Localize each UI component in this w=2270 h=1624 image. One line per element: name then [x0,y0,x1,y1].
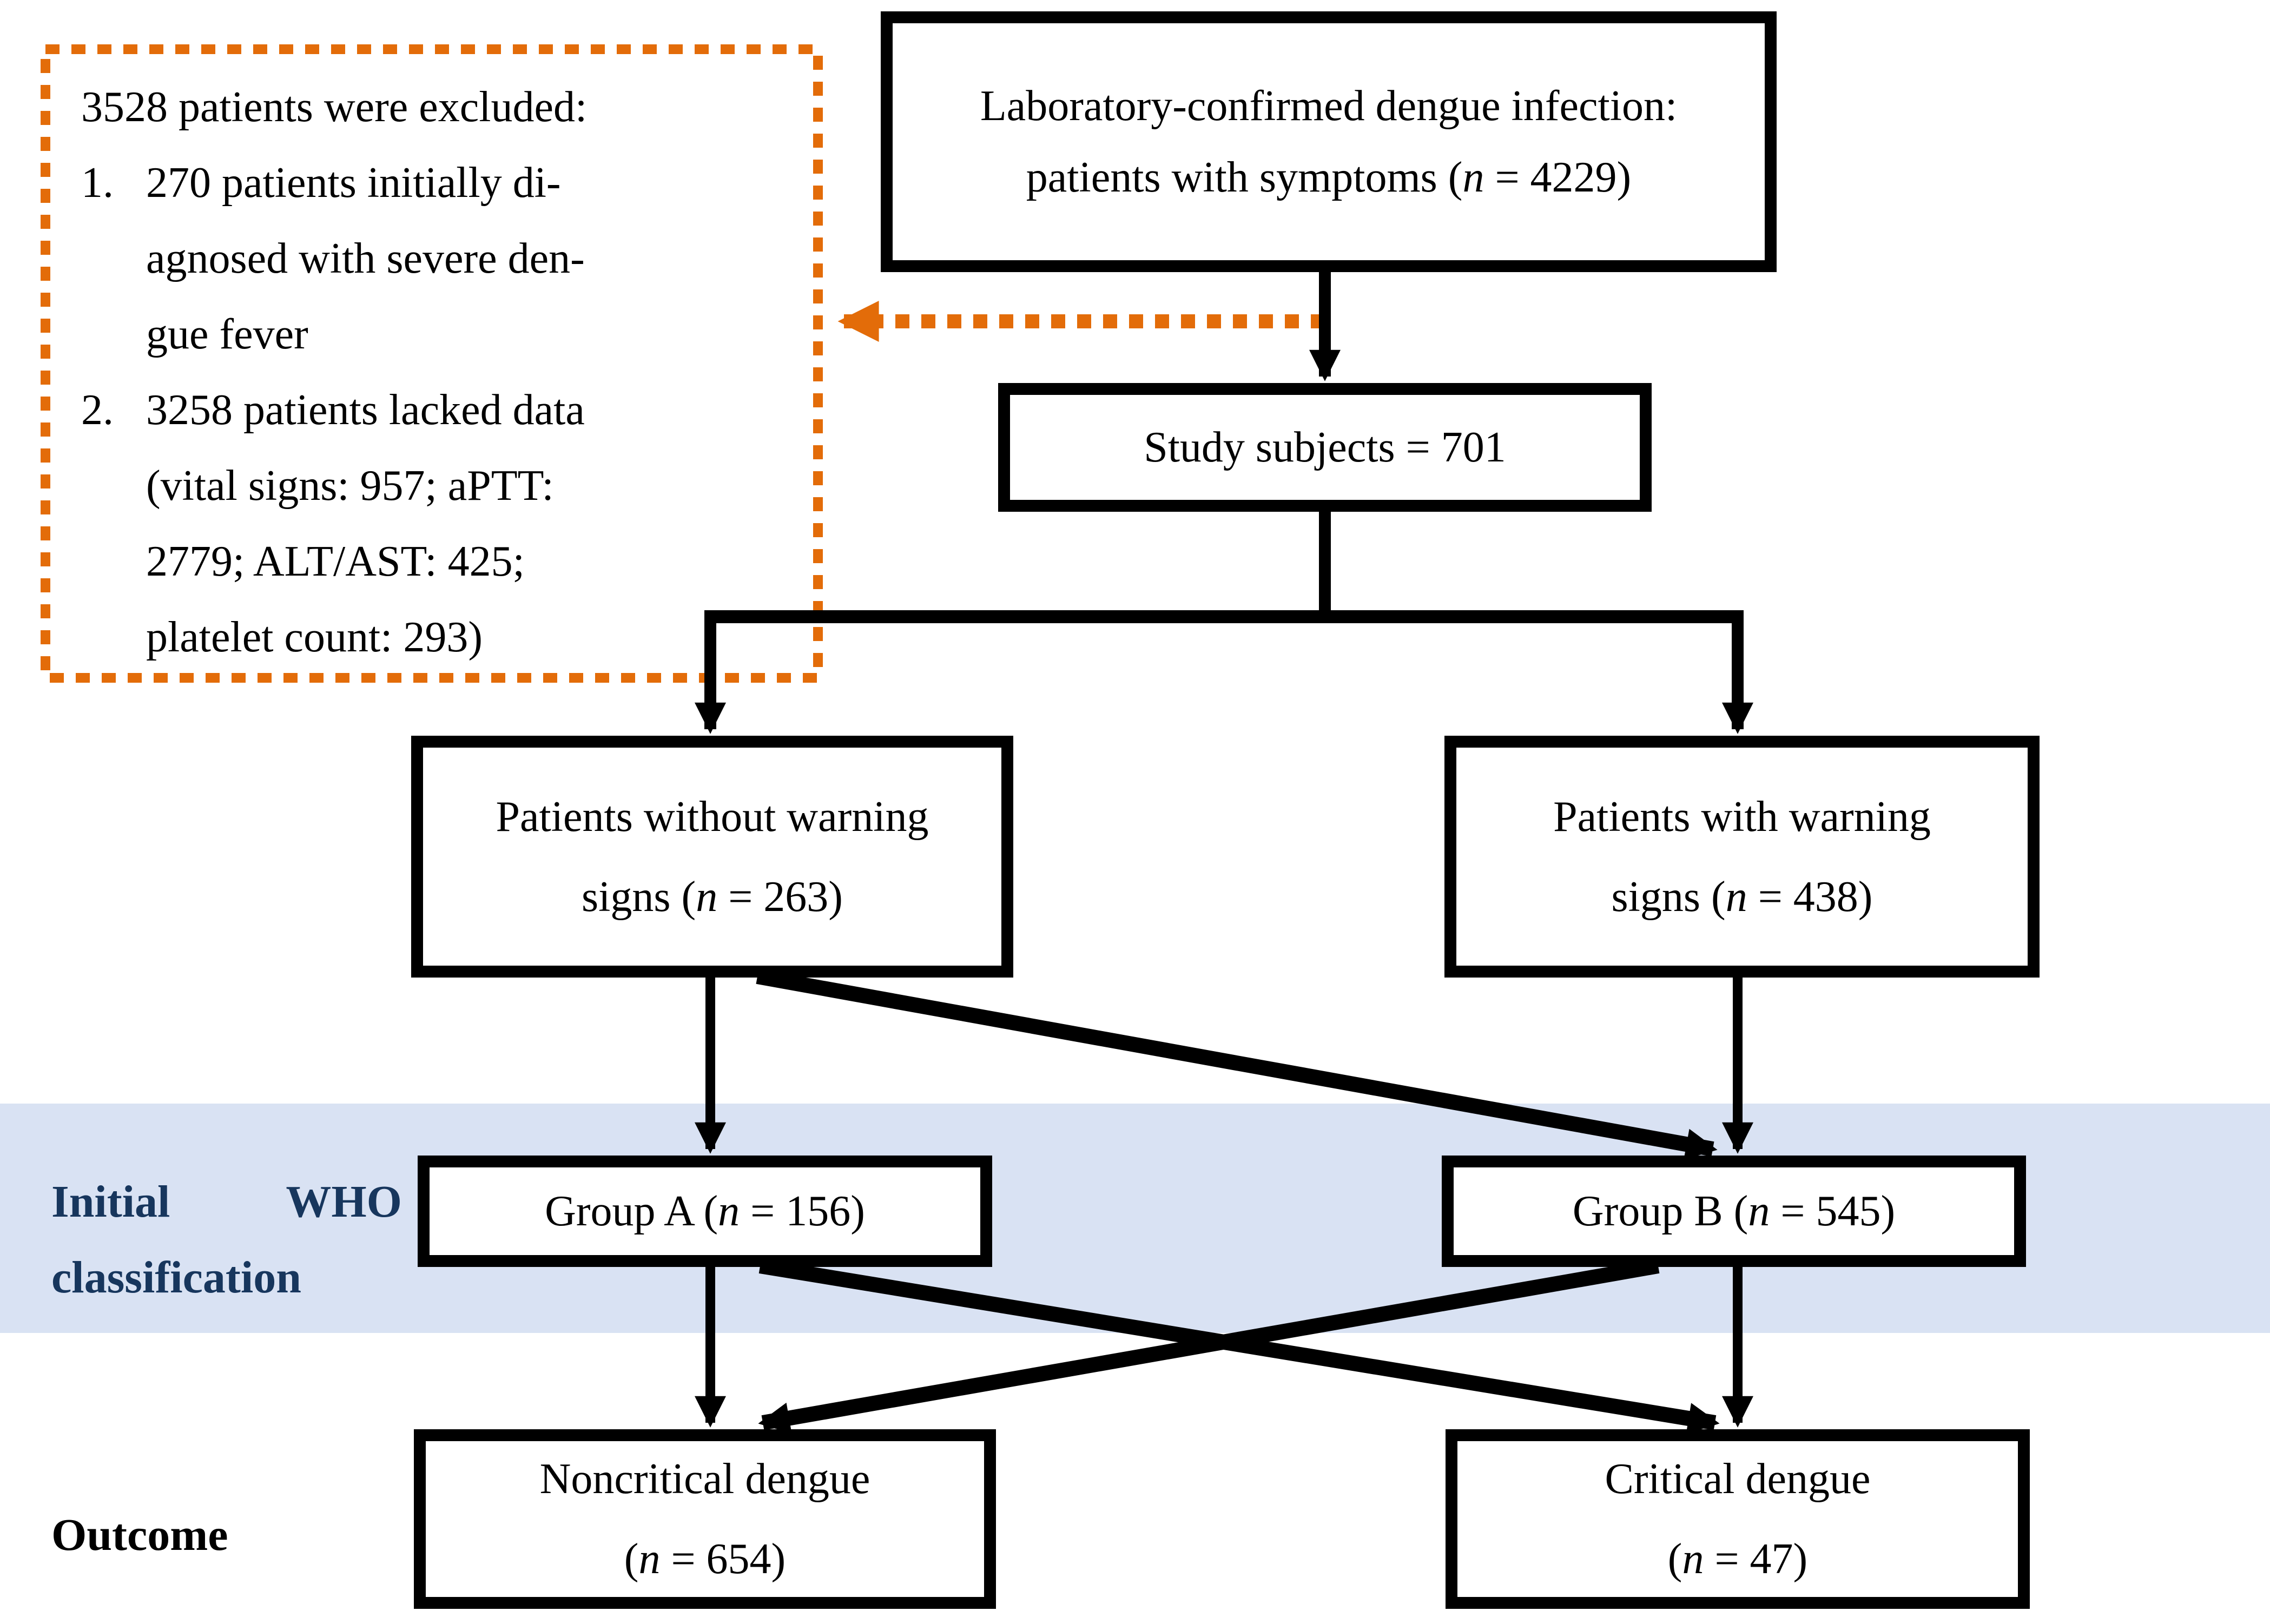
node-text: (n = 654) [624,1535,786,1583]
node-critical-dengue: Critical dengue (n = 47) [1446,1429,2030,1609]
node-with-warning-signs: Patients with warning signs (n = 438) [1444,736,2040,978]
node-text: patients with symptoms (n = 4229) [1026,154,1632,201]
exclusion-line: 3258 patients lacked data [146,386,585,434]
node-text: Patients with warning [1553,793,1931,841]
node-lab-confirmed: Laboratory-confirmed dengue infection: p… [881,11,1777,272]
label-outcome: Outcome [51,1510,228,1560]
exclusion-line: agnosed with severe den- [146,235,585,282]
exclusion-item: (vital signs: 957; aPTT: [81,448,790,524]
exclusion-line: 270 patients initially di- [146,159,561,207]
node-text: Group A (n = 156) [545,1187,865,1235]
node-text: Study subjects = 701 [1144,424,1506,471]
arrow-nowarning-to-groupb-diagonal [756,969,1718,1160]
node-text: Critical dengue [1605,1455,1871,1503]
label-initial-who-classification: Initial WHO classification [51,1177,402,1303]
node-text: Noncritical dengue [539,1455,870,1503]
exclusion-line: gue fever [146,311,308,358]
exclusion-line: 2779; ALT/AST: 425; [146,538,525,585]
node-study-subjects: Study subjects = 701 [998,383,1652,512]
exclusion-item: 2. 3258 patients lacked data [81,372,790,448]
exclusion-intro: 3528 patients were excluded: [81,69,790,145]
exclusion-item: agnosed with severe den- [81,221,790,296]
node-text: Patients without warning [496,793,929,841]
arrow-groupb-to-noncritical-diagonal [758,1258,1660,1434]
exclusion-item: 1. 270 patients initially di- [81,145,790,221]
exclusion-line: (vital signs: 957; aPTT: [146,462,554,510]
node-noncritical-dengue: Noncritical dengue (n = 654) [414,1429,996,1609]
node-without-warning-signs: Patients without warning signs (n = 263) [411,736,1013,978]
exclusion-item: 2779; ALT/AST: 425; [81,524,790,599]
exclusion-line: platelet count: 293) [146,613,483,661]
node-text: signs (n = 263) [582,873,843,921]
exclusion-item: platelet count: 293) [81,599,790,675]
node-text: signs (n = 438) [1611,873,1873,921]
exclusion-line: 3528 patients were excluded: [81,83,588,131]
node-group-a: Group A (n = 156) [418,1156,992,1267]
node-group-b: Group B (n = 545) [1442,1156,2026,1267]
node-text: (n = 47) [1667,1535,1808,1583]
node-text: Group B (n = 545) [1572,1187,1896,1235]
exclusion-item: gue fever [81,296,790,372]
exclusion-box: 3528 patients were excluded: 1. 270 pati… [81,69,790,675]
node-text: Laboratory-confirmed dengue infection: [980,82,1678,130]
